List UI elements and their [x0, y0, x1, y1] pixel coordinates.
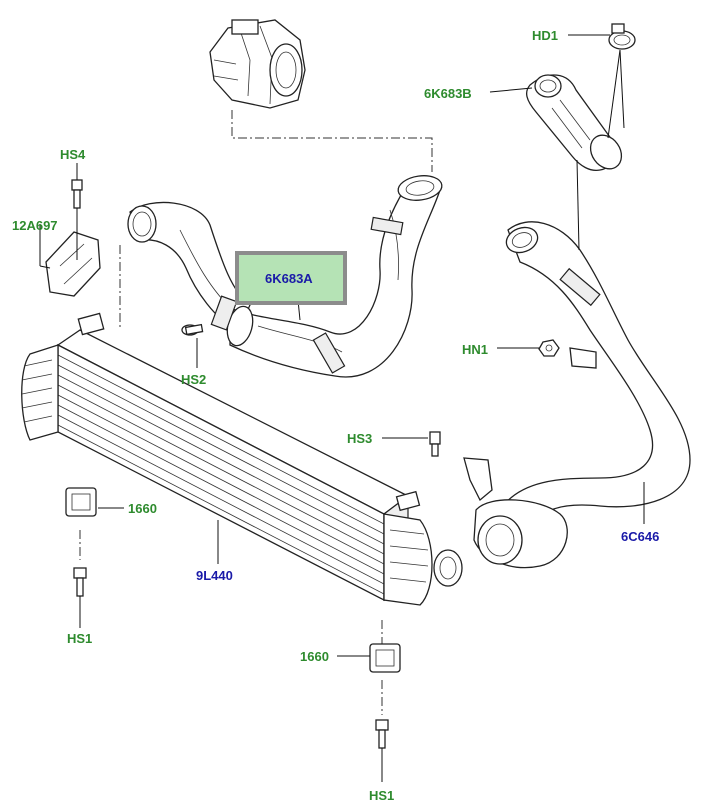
label-6c646[interactable]: 6C646: [621, 529, 659, 544]
intercooler-fins: [57, 354, 385, 595]
intercooler-9l440: [21, 312, 463, 606]
hose-6k683b: [525, 74, 623, 172]
label-hs2[interactable]: HS2: [181, 372, 206, 387]
hose-6c646: [463, 221, 691, 569]
label-1660-bottom[interactable]: 1660: [300, 649, 329, 664]
assembly-dash-lines: [79, 110, 433, 715]
label-6k683b[interactable]: 6K683B: [424, 86, 472, 101]
label-9l440[interactable]: 9L440: [196, 568, 233, 583]
bolt-hs2: [181, 323, 204, 336]
label-hs3[interactable]: HS3: [347, 431, 372, 446]
highlight-box-6k683a: [235, 251, 347, 305]
part-labels: HD1 6K683B HS4 12A697 6K683A HS2 HN1 HS3…: [12, 28, 659, 803]
label-hs4[interactable]: HS4: [60, 147, 86, 162]
label-1660-left[interactable]: 1660: [128, 501, 157, 516]
label-hs1-left[interactable]: HS1: [67, 631, 92, 646]
mount-1660-bottom: [369, 643, 401, 673]
nut-hn1: [538, 339, 560, 357]
bolt-hs1-left: [73, 567, 87, 597]
hose-6k683a: [210, 175, 443, 378]
clamp-hd1: [608, 23, 636, 50]
label-hn1[interactable]: HN1: [462, 342, 488, 357]
bolt-hs4: [71, 179, 83, 209]
label-hs1-bottom[interactable]: HS1: [369, 788, 394, 803]
bolt-hs3: [429, 431, 441, 457]
bracket-12a697: [45, 231, 101, 297]
label-6k683a[interactable]: 6K683A: [265, 271, 313, 286]
bolt-hs1-bottom: [375, 719, 389, 749]
mount-1660-left: [65, 487, 97, 517]
label-12a697[interactable]: 12A697: [12, 218, 58, 233]
leader-lines: [39, 34, 645, 782]
label-hd1[interactable]: HD1: [532, 28, 558, 43]
throttle-body: [209, 19, 306, 109]
